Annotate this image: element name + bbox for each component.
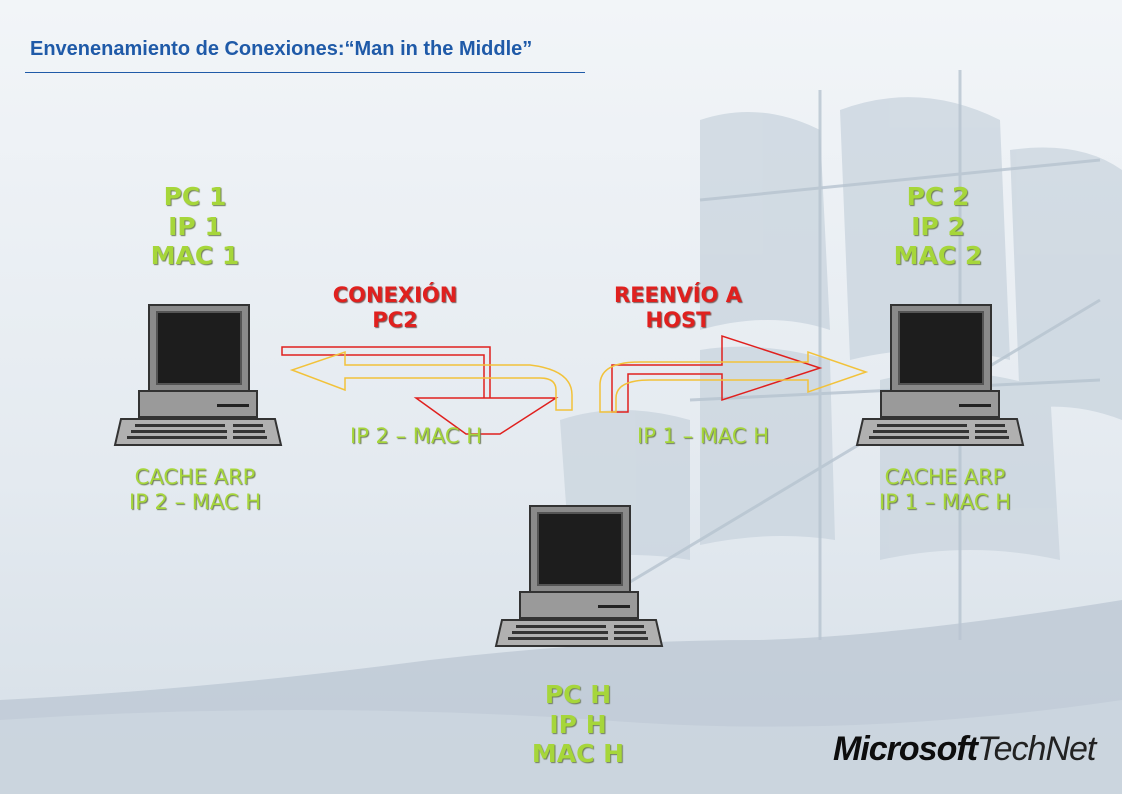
pch-computer-icon <box>494 505 664 647</box>
pch-label: PC H IP H MAC H <box>488 680 668 769</box>
arrow-pc2-to-host <box>599 350 869 413</box>
arrow-pc1-to-host <box>281 346 559 435</box>
pch-mac: MAC H <box>531 739 625 768</box>
pc1-cache-title: CACHE ARP <box>134 465 256 489</box>
pc1-cache: CACHE ARP IP 2 – MAC H <box>95 465 295 515</box>
pc1-computer-icon <box>113 304 283 446</box>
pc1-name: PC 1 <box>163 182 227 211</box>
pch-name: PC H <box>544 680 612 709</box>
right-green-label: IP 1 – MAC H <box>637 424 769 448</box>
pc1-ip: IP 1 <box>168 211 222 241</box>
arrow-host-to-pc2 <box>611 334 823 413</box>
pc2-ip: IP 2 <box>911 211 965 241</box>
pch-ip: IP H <box>549 709 607 739</box>
pc1-mac: MAC 1 <box>150 241 240 270</box>
left-red-line2: PC2 <box>372 307 418 332</box>
logo-product: TechNet <box>977 730 1096 768</box>
pc2-mac: MAC 2 <box>893 241 983 270</box>
right-red-label: REENVÍO A HOST <box>588 283 768 333</box>
pc1-cache-entry: IP 2 – MAC H <box>129 489 261 514</box>
left-green-label: IP 2 – MAC H <box>350 424 482 448</box>
pc2-label: PC 2 IP 2 MAC 2 <box>848 182 1028 271</box>
page-title: Envenenamiento de Conexiones:“Man in the… <box>30 38 533 60</box>
logo-brand: Microsoft <box>833 730 978 768</box>
arrow-host-to-pc1 <box>289 350 573 411</box>
pc2-cache-entry: IP 1 – MAC H <box>879 489 1011 514</box>
pc2-cache-title: CACHE ARP <box>884 465 1006 489</box>
pc2-name: PC 2 <box>906 182 970 211</box>
pc2-computer-icon <box>855 304 1025 446</box>
pc2-cache: CACHE ARP IP 1 – MAC H <box>845 465 1045 515</box>
microsoft-technet-logo: MicrosoftTechNet <box>833 730 1096 769</box>
left-red-label: CONEXIÓN PC2 <box>305 283 485 333</box>
right-red-line2: HOST <box>645 307 711 332</box>
title-underline <box>25 72 585 73</box>
pc1-label: PC 1 IP 1 MAC 1 <box>105 182 285 271</box>
right-red-line1: REENVÍO A <box>614 283 742 307</box>
left-red-line1: CONEXIÓN <box>332 283 458 307</box>
